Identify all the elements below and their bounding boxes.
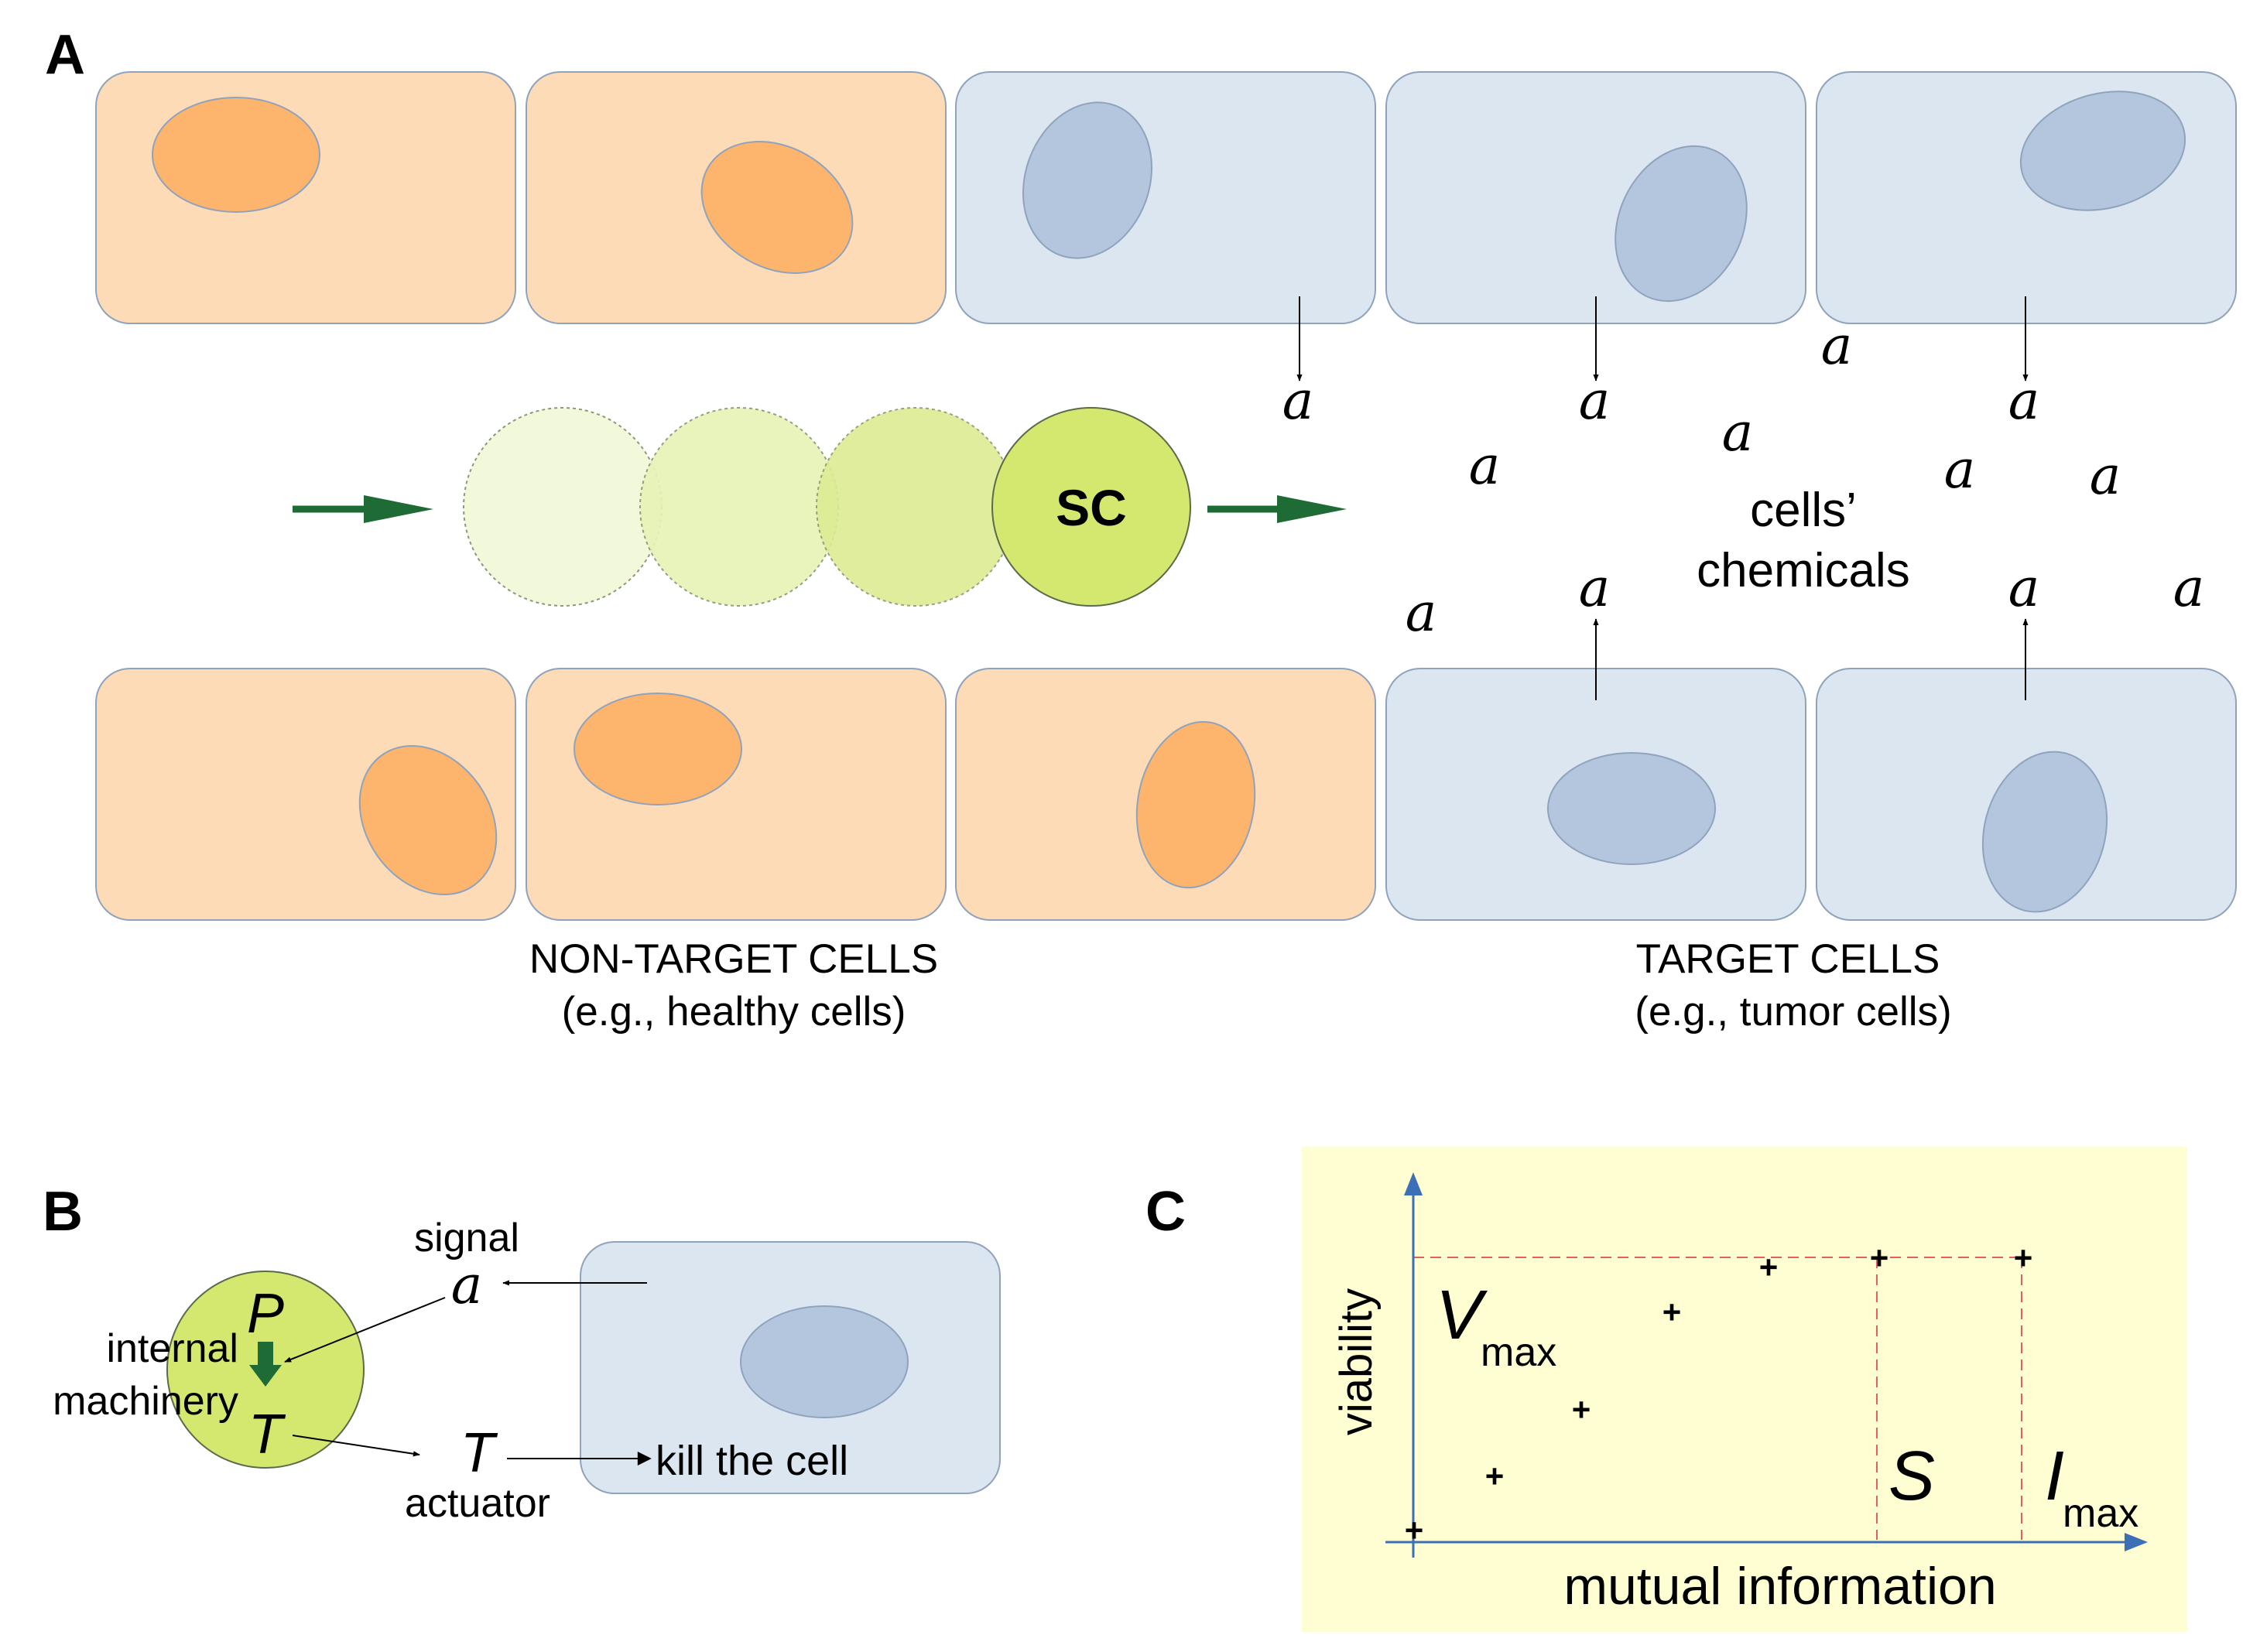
panel-a-label: A	[45, 24, 85, 86]
cell-nucleus	[1981, 751, 2108, 913]
cell-nucleus	[358, 744, 498, 896]
sc-label: SC	[1056, 479, 1127, 536]
nontarget-cell	[95, 71, 516, 324]
sc-ghost	[816, 407, 1015, 607]
data-markers: + + + + + + +	[1405, 1240, 2033, 1548]
cell-nucleus	[1615, 145, 1748, 303]
x-axis-label: mutual information	[1563, 1557, 1996, 1616]
data-point-marker: +	[1405, 1512, 1424, 1548]
signal-symbol: a	[1579, 558, 1611, 619]
data-point-marker: +	[1870, 1240, 1889, 1276]
nontarget-subtitle: (e.g., healthy cells)	[562, 989, 906, 1035]
signal-symbol: a	[1406, 583, 1437, 644]
vmax-main: V	[1436, 1277, 1488, 1354]
signal-symbol: a	[2008, 371, 2040, 432]
cell-nucleus	[1135, 720, 1256, 889]
signal-label: signal	[414, 1216, 519, 1260]
sc-cell	[991, 407, 1191, 607]
imax-label: I	[2045, 1438, 2064, 1515]
signal-molecules: a a a a a a a a a a a a	[1282, 316, 2205, 644]
chemicals-label-line1: cells’	[1750, 484, 1857, 537]
target-cell	[1816, 71, 2237, 324]
signal-symbol: a	[2090, 446, 2121, 507]
signal-symbol: a	[451, 1255, 483, 1316]
promoter-symbol: P	[247, 1283, 284, 1345]
actuator-symbol: T	[461, 1422, 498, 1484]
signal-symbol: a	[1579, 371, 1611, 432]
panel-b-label: B	[43, 1181, 83, 1243]
vmax-label: V	[1436, 1277, 1488, 1354]
cell-nucleus	[152, 97, 320, 213]
motion-arrow-left	[293, 495, 433, 523]
internal-label-line1: internal	[106, 1326, 238, 1371]
motion-arrow-right	[1207, 495, 1347, 523]
signal-symbol: a	[2008, 558, 2040, 619]
data-point-marker: +	[2014, 1240, 2033, 1276]
signal-sensing-arrow	[284, 1297, 446, 1363]
sc-ghost	[639, 407, 839, 607]
signal-symbol: a	[1821, 316, 1853, 377]
imax-subscript: max	[2063, 1491, 2138, 1536]
cell-nucleus	[2019, 91, 2186, 211]
y-axis-label: viability	[1331, 1288, 1382, 1435]
data-point-marker: +	[1485, 1458, 1505, 1494]
bottom-row-cells	[95, 668, 2237, 921]
sc-ghost	[463, 407, 663, 607]
vmax-subscript: max	[1481, 1330, 1556, 1375]
top-row-cells	[95, 71, 2237, 324]
emission-arrows	[1296, 296, 2029, 700]
nontarget-cell	[526, 668, 947, 921]
panel-c-label: C	[1145, 1181, 1186, 1243]
signal-symbol: a	[2173, 558, 2205, 619]
sc-trail: SC	[463, 407, 1191, 607]
panel-b: B P T internal machinery signal a T actu…	[43, 1181, 1001, 1526]
signal-symbol: a	[1282, 371, 1314, 432]
actuator-label: actuator	[405, 1481, 550, 1526]
data-point-marker: +	[1572, 1391, 1591, 1428]
signal-symbol: a	[1469, 436, 1501, 497]
nontarget-title: NON-TARGET CELLS	[529, 936, 938, 982]
target-cell	[955, 71, 1376, 324]
target-title: TARGET CELLS	[1636, 936, 1940, 982]
s-label: S	[1888, 1438, 1935, 1515]
cell-nucleus	[1022, 101, 1153, 259]
toxin-symbol: T	[248, 1404, 286, 1466]
toxin-release-arrow	[292, 1435, 420, 1457]
chemicals-label-line2: chemicals	[1697, 544, 1910, 597]
data-point-marker: +	[1759, 1249, 1779, 1285]
plot-background	[1302, 1147, 2187, 1632]
signal-symbol: a	[1722, 402, 1754, 463]
cell-nucleus	[1547, 752, 1716, 865]
internal-label-line2: machinery	[53, 1379, 238, 1424]
kill-label: kill the cell	[656, 1438, 848, 1484]
cell-nucleus	[574, 693, 742, 805]
internal-arrow	[249, 1342, 282, 1387]
signal-symbol: a	[1944, 440, 1976, 501]
data-point-marker: +	[1662, 1294, 1682, 1330]
cell-nucleus	[700, 141, 854, 274]
panel-a: A	[45, 24, 2237, 1035]
cell-nucleus	[740, 1305, 909, 1418]
target-subtitle: (e.g., tumor cells)	[1635, 989, 1951, 1035]
panel-c: C + + + + + + + viability mutual informa…	[1145, 1147, 2187, 1632]
